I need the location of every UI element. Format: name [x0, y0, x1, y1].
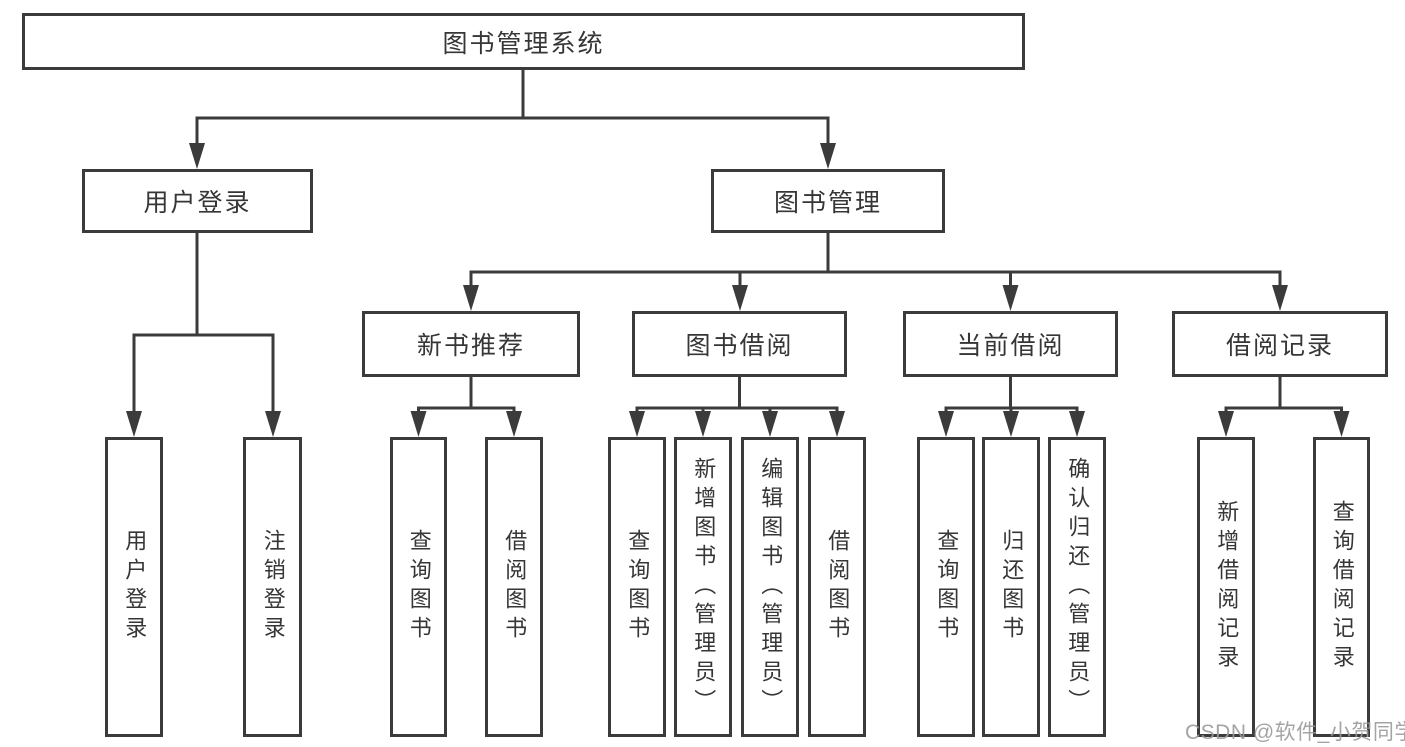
node-book-borrow: 图书借阅	[632, 311, 847, 377]
leaf-add-borrow-record: 新增借阅记录	[1197, 437, 1255, 737]
arrowhead	[629, 411, 645, 437]
node-label: 查询图书	[625, 529, 651, 645]
node-current-borrow: 当前借阅	[903, 311, 1118, 377]
node-borrow-records: 借阅记录	[1172, 311, 1388, 377]
arrowhead	[1333, 411, 1350, 437]
node-label: 借阅图书	[502, 529, 528, 645]
node-label: 图书管理系统	[442, 29, 605, 58]
node-label: 查询借阅记录	[1329, 500, 1355, 674]
node-label: 查询图书	[406, 529, 432, 645]
leaf-return-book: 归还图书	[982, 437, 1040, 737]
leaf-query-borrow-record: 查询借阅记录	[1313, 437, 1370, 737]
leaf-confirm-return-admin: 确认归还（管理员）	[1048, 437, 1106, 737]
node-label: 图书管理	[773, 189, 882, 217]
arrowhead	[829, 411, 845, 437]
arrowhead	[732, 285, 748, 311]
leaf-query-books-borrow: 查询图书	[608, 437, 666, 737]
arrowheads	[126, 143, 1350, 437]
arrowhead	[695, 411, 711, 437]
arrowhead	[410, 411, 427, 437]
leaf-borrow-books: 借阅图书	[808, 437, 866, 737]
node-user-login: 用户登录	[82, 169, 313, 233]
node-label: 归还图书	[999, 529, 1025, 645]
arrowhead	[265, 411, 281, 437]
arrowhead	[820, 143, 836, 169]
node-label: 编辑图书（管理员）	[758, 456, 784, 718]
arrowhead	[126, 411, 142, 437]
node-label: 新增图书（管理员）	[691, 456, 717, 718]
leaf-query-books-current: 查询图书	[917, 437, 975, 737]
arrowhead	[463, 285, 479, 311]
node-label: 新增借阅记录	[1214, 500, 1240, 674]
node-label: 查询图书	[934, 529, 960, 645]
leaf-borrow-books-recommend: 借阅图书	[485, 437, 543, 737]
arrowhead	[762, 411, 778, 437]
node-library-management-system: 图书管理系统	[22, 13, 1025, 70]
leaf-add-book-admin: 新增图书（管理员）	[674, 437, 732, 737]
node-label: 用户登录	[143, 189, 252, 217]
node-book-management: 图书管理	[711, 169, 945, 233]
node-label: 当前借阅	[956, 332, 1065, 360]
node-label: 注销登录	[260, 529, 286, 645]
arrowhead	[506, 411, 522, 437]
arrowhead	[1272, 285, 1288, 311]
node-label: 图书借阅	[685, 332, 794, 360]
arrowhead	[1069, 411, 1085, 437]
arrowhead	[189, 143, 205, 169]
arrowhead	[1002, 285, 1019, 311]
node-label: 借阅记录	[1225, 332, 1334, 360]
leaf-query-books-recommend: 查询图书	[390, 437, 447, 737]
arrowhead	[1003, 411, 1019, 437]
leaf-logout: 注销登录	[243, 437, 302, 737]
node-label: 用户登录	[122, 529, 148, 645]
node-label: 确认归还（管理员）	[1065, 456, 1091, 718]
leaf-edit-book-admin: 编辑图书（管理员）	[741, 437, 799, 737]
node-new-book-recommend: 新书推荐	[362, 311, 580, 377]
arrowhead	[938, 411, 954, 437]
node-label: 新书推荐	[416, 332, 525, 360]
arrowhead	[1218, 411, 1234, 437]
node-label: 借阅图书	[825, 529, 851, 645]
leaf-user-login: 用户登录	[105, 437, 163, 737]
csdn-watermark: CSDN @软件_小贺同学	[1185, 721, 1405, 744]
